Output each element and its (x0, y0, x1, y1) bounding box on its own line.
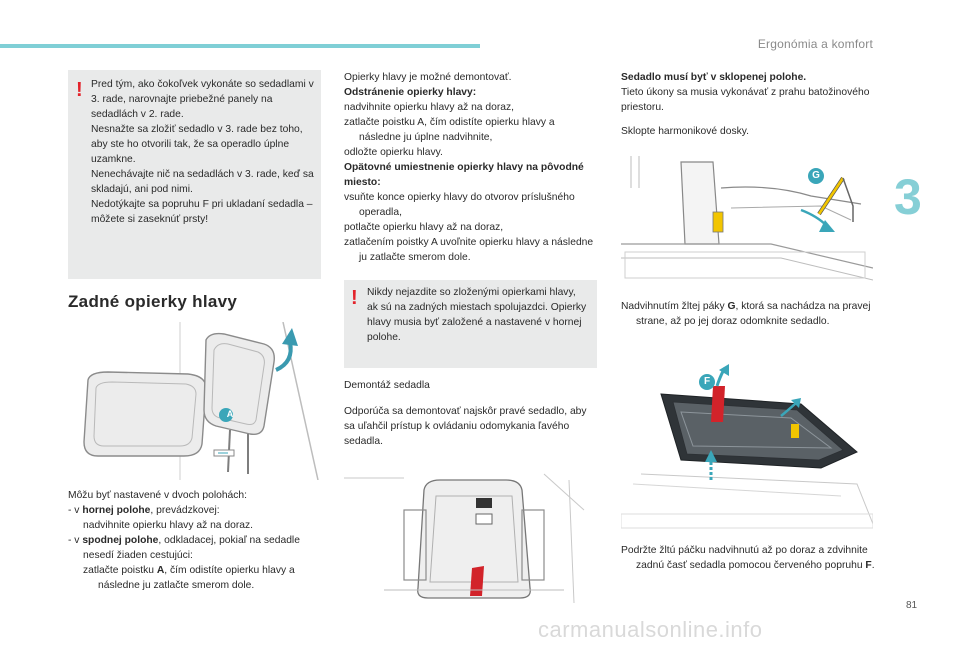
warning-line: Pred tým, ako čokoľvek vykonáte so sedad… (91, 79, 314, 120)
headrest-drawing (68, 322, 320, 480)
label-f-marker: F (703, 376, 711, 387)
refit-step: vsuňte konce opierky hlavy do otvorov pr… (344, 190, 596, 220)
seat-intro-text: Sedadlo musí byť v sklopenej polohe. Tie… (621, 70, 873, 115)
warning-text-headrests: Nikdy nejazdite so zloženými opierkami h… (367, 287, 587, 343)
seat-topview-illustration (344, 470, 596, 603)
upper-position: - v hornej polohe, prevádzkovej: (68, 503, 323, 518)
dismount-text: Odporúča sa demontovať najskôr pravé sed… (344, 406, 587, 447)
headrest-positions-text: Môžu byť nastavené v dvoch polohách: - v… (68, 488, 323, 593)
chapter-number: 3 (894, 169, 922, 225)
lower-position-label: spodnej polohe (82, 535, 159, 546)
warning-text-seats: Pred tým, ako čokoľvek vykonáte so sedad… (91, 77, 316, 227)
step-lift-seat-ref: F (865, 560, 872, 571)
step-lift-lever: Nadvihnutím žltej páky G, ktorá sa nachá… (621, 299, 876, 329)
lower-step-text: zatlačte poistku (83, 565, 157, 576)
lower-position: - v spodnej polohe, odkladacej, pokiaľ n… (68, 533, 323, 563)
warning-line: Nenechávajte nič na sedadlách v 3. rade,… (91, 169, 314, 195)
removal-step-text: zatlačte poistku A, čím odistíte opierku… (344, 117, 555, 143)
list-prefix: - v (68, 505, 83, 516)
header-accent-bar (0, 44, 480, 48)
section-title: Ergonómia a komfort (757, 37, 873, 51)
step-lift-text: Nadvihnutím žltej páky (621, 301, 728, 312)
upper-position-suffix: , prevádzkovej: (150, 505, 220, 516)
upper-position-label: hornej polohe (82, 505, 151, 516)
removal-title: Odstránenie opierky hlavy: (344, 87, 477, 98)
lever-g-illustration (621, 148, 873, 286)
lower-step-text-end: , čím odistíte opierku hlavy a následne … (98, 565, 295, 591)
removal-step-text: odložte opierku hlavy. (344, 147, 443, 158)
refit-step: zatlačením poistky A uvoľnite opierku hl… (344, 235, 596, 265)
seat-title: Sedadlo musí byť v sklopenej polohe. (621, 72, 807, 83)
step-fold-panels: Sklopte harmonikové dosky. (621, 124, 888, 139)
watermark: carmanualsonline.info (538, 617, 763, 642)
warning-box-seats (68, 70, 321, 279)
headrest-removal-text: Opierky hlavy je možné demontovať. Odstr… (344, 70, 596, 265)
removal-step: zatlačte poistku A, čím odistíte opierku… (344, 115, 596, 145)
lower-position-suffix: , odkladacej, pokiaľ na sedadle nesedí ž… (83, 535, 300, 561)
section-heading: Zadné opierky hlavy (68, 292, 238, 311)
step-lift-text-end: , ktorá sa nachádza na pravej strane, až… (636, 301, 871, 327)
positions-intro: Môžu byť nastavené v dvoch polohách: (68, 490, 248, 501)
removal-step: odložte opierku hlavy. (344, 145, 596, 160)
step-lift-seat: Podržte žltú páčku nadvihnutú až po dora… (621, 543, 888, 573)
upper-step-text: nadvihnite opierku hlavy až na doraz. (83, 520, 254, 531)
dismount-title: Demontáž sedadla (344, 380, 430, 391)
list-prefix: - v (68, 535, 83, 546)
removal-intro: Opierky hlavy je možné demontovať. (344, 72, 512, 83)
removal-step-text: nadvihnite opierku hlavy až na doraz, (344, 102, 515, 113)
warning-box-headrests (344, 280, 597, 368)
label-g-marker: G (812, 170, 820, 181)
refit-step-text: vsuňte konce opierky hlavy do otvorov pr… (344, 192, 575, 218)
warning-icon: ! (351, 287, 358, 309)
lower-step-ref: A (156, 565, 165, 576)
step-fold-text: Sklopte harmonikové dosky. (621, 126, 750, 137)
removal-step: nadvihnite opierku hlavy až na doraz, (344, 100, 596, 115)
refit-title: Opätovné umiestnenie opierky hlavy na pô… (344, 162, 584, 188)
upper-step: nadvihnite opierku hlavy až na doraz. (68, 518, 323, 533)
strap-f-illustration (621, 364, 873, 532)
warning-line: Nesnažte sa zložiť sedadlo v 3. rade bez… (91, 124, 303, 165)
headrest-illustration (68, 322, 320, 480)
warning-icon: ! (76, 79, 83, 101)
strap-f-drawing (621, 364, 873, 532)
lower-step: zatlačte poistku A, čím odistíte opierku… (68, 563, 323, 593)
step-lift-seat-text: Podržte žltú páčku nadvihnutú až po dora… (621, 545, 868, 571)
warning-line: Nedotýkajte sa popruhu F pri ukladaní se… (91, 199, 313, 225)
refit-step: potlačte opierku hlavy až na doraz, (344, 220, 596, 235)
refit-step-text: zatlačením poistky A uvoľnite opierku hl… (344, 237, 594, 263)
step-lift-seat-end: . (871, 560, 875, 571)
label-a-marker: A (226, 409, 234, 419)
lever-g-drawing (621, 148, 873, 286)
seat-intro: Tieto úkony sa musia vykonávať z prahu b… (621, 87, 870, 113)
seat-topview-drawing (344, 470, 596, 603)
step-lift-ref: G (727, 301, 736, 312)
page-number: 81 (906, 600, 918, 611)
refit-step-text: potlačte opierku hlavy až na doraz, (344, 222, 504, 233)
